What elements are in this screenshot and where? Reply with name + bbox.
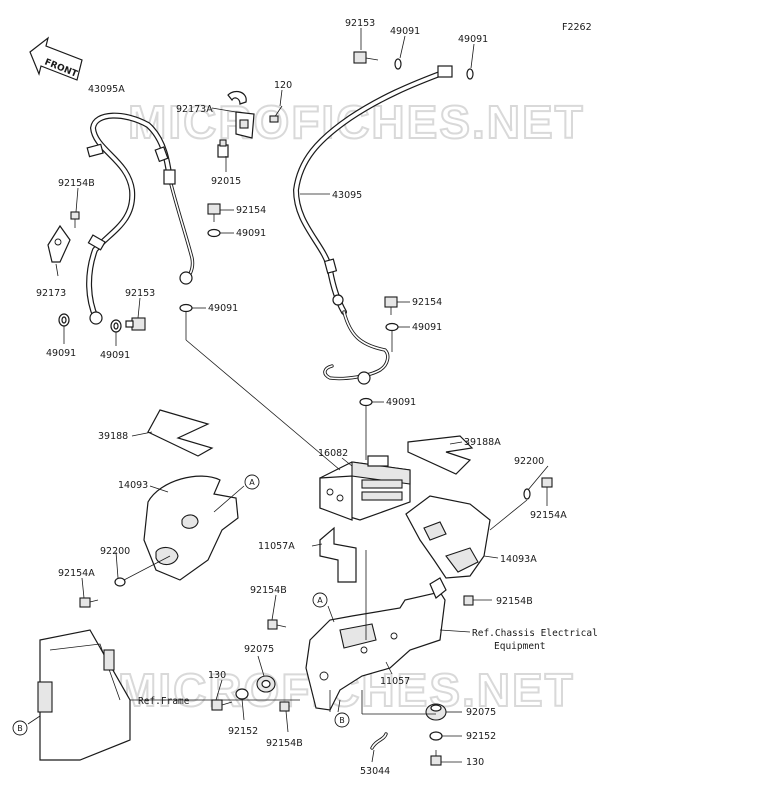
washer-49091-right1-icon bbox=[385, 322, 399, 332]
bolt-92154-right-icon bbox=[384, 296, 398, 315]
label-92154-mid: 92154 bbox=[236, 205, 266, 216]
label-130-right: 130 bbox=[466, 757, 484, 768]
svg-text:B: B bbox=[339, 716, 345, 725]
label-43095A: 43095A bbox=[88, 84, 125, 95]
label-92154A-right: 92154A bbox=[530, 510, 567, 521]
frame-reference-shape bbox=[37, 629, 131, 761]
label-49091-mid2: 49091 bbox=[208, 303, 238, 314]
pad-39188 bbox=[147, 409, 214, 457]
brake-hose-43095 bbox=[293, 51, 474, 385]
label-92153-top: 92153 bbox=[345, 18, 375, 29]
label-92173: 92173 bbox=[36, 288, 66, 299]
label-14093A: 14093A bbox=[500, 554, 537, 565]
callout-a-bottom: A bbox=[312, 592, 328, 608]
label-92200-left: 92200 bbox=[100, 546, 130, 557]
callout-b-left: B bbox=[12, 720, 28, 736]
collar-92152-left-icon bbox=[235, 688, 249, 700]
front-arrow-icon: FRONT bbox=[29, 36, 83, 81]
label-43095: 43095 bbox=[332, 190, 362, 201]
label-16082: 16082 bbox=[318, 448, 348, 459]
bolt-92154A-right-icon bbox=[541, 477, 553, 494]
label-92173A: 92173A bbox=[176, 104, 213, 115]
ref-chassis-note-line1: Ref.Chassis Electrical bbox=[472, 628, 598, 639]
label-53044: 53044 bbox=[360, 766, 390, 777]
collar-92152-right-icon bbox=[429, 731, 443, 741]
bracket-11057A bbox=[319, 526, 357, 583]
label-92154-right: 92154 bbox=[412, 297, 442, 308]
grommet-92075-right-icon bbox=[425, 703, 447, 721]
label-92200-right: 92200 bbox=[514, 456, 544, 467]
pad-39188A bbox=[407, 435, 474, 475]
label-92154A-left: 92154A bbox=[58, 568, 95, 579]
ref-chassis-note-line2: Equipment bbox=[494, 641, 545, 652]
grommet-92075-left-icon bbox=[256, 675, 276, 693]
label-92154B-right: 92154B bbox=[496, 596, 533, 607]
label-49091-top1: 49091 bbox=[390, 26, 420, 37]
svg-text:B: B bbox=[17, 724, 23, 733]
bolt-92154B-left-icon bbox=[70, 211, 80, 228]
bolt-92154B-bottom-icon bbox=[279, 701, 290, 712]
label-11057A: 11057A bbox=[258, 541, 295, 552]
bolt-92154B-mid-icon bbox=[267, 619, 287, 630]
washer-49091-top2-icon bbox=[466, 68, 474, 80]
svg-text:A: A bbox=[317, 596, 323, 605]
label-92075-left: 92075 bbox=[244, 644, 274, 655]
bolt-130-right-icon bbox=[430, 750, 442, 766]
clamp-92173A bbox=[227, 90, 255, 139]
washer-49091-mid2-icon bbox=[179, 303, 193, 313]
label-11057: 11057 bbox=[380, 676, 410, 687]
bracket-92173 bbox=[47, 224, 71, 263]
washer-49091-top1-icon bbox=[394, 58, 402, 70]
washer-92200-right-icon bbox=[523, 488, 531, 500]
label-92075-right: 92075 bbox=[466, 707, 496, 718]
bolt-92153-left-icon bbox=[125, 317, 146, 331]
label-49091-right1: 49091 bbox=[412, 322, 442, 333]
bolt-92154B-right-icon bbox=[463, 595, 474, 606]
bolt-120-icon bbox=[269, 105, 283, 123]
fitting-92015-icon bbox=[217, 139, 229, 158]
label-49091-left1: 49091 bbox=[46, 348, 76, 359]
bolt-92153-top-icon bbox=[353, 51, 379, 64]
label-49091-mid1: 49091 bbox=[236, 228, 266, 239]
label-92154B-mid: 92154B bbox=[250, 585, 287, 596]
label-14093: 14093 bbox=[118, 480, 148, 491]
label-92153-left: 92153 bbox=[125, 288, 155, 299]
label-49091-top2: 49091 bbox=[458, 34, 488, 45]
washer-49091-left2-icon bbox=[110, 319, 122, 333]
svg-text:A: A bbox=[249, 478, 255, 487]
bolt-92154A-left-icon bbox=[79, 597, 99, 608]
callout-a-top: A bbox=[244, 474, 260, 490]
part-labels: 92153 49091 49091 43095A 120 92173A 9201… bbox=[36, 18, 567, 777]
label-92015: 92015 bbox=[211, 176, 241, 187]
washer-49091-mid-icon bbox=[207, 228, 221, 238]
figure-code: F2262 bbox=[562, 22, 592, 33]
bolt-92154-mid-icon bbox=[207, 203, 221, 222]
label-39188A: 39188A bbox=[464, 437, 501, 448]
ref-frame-note: Ref.Frame bbox=[138, 696, 190, 707]
label-92152-left: 92152 bbox=[228, 726, 258, 737]
label-49091-left2: 49091 bbox=[100, 350, 130, 361]
label-39188: 39188 bbox=[98, 431, 128, 442]
label-120: 120 bbox=[274, 80, 292, 91]
callout-b-bottom: B bbox=[334, 712, 350, 728]
leader-lines bbox=[27, 28, 549, 763]
brake-hose-43095A bbox=[86, 112, 195, 325]
cover-14093 bbox=[143, 475, 239, 581]
cover-14093A bbox=[405, 495, 491, 579]
washer-92200-left-icon bbox=[114, 577, 126, 587]
washer-49091-right2-icon bbox=[359, 397, 373, 407]
label-92154B-left: 92154B bbox=[58, 178, 95, 189]
label-92152-right: 92152 bbox=[466, 731, 496, 742]
abs-unit-16082 bbox=[319, 455, 411, 521]
label-49091-right2: 49091 bbox=[386, 397, 416, 408]
label-92154B-bottom: 92154B bbox=[266, 738, 303, 749]
washer-49091-left-icon bbox=[58, 313, 70, 327]
label-130-left: 130 bbox=[208, 670, 226, 681]
bracket-11057 bbox=[305, 577, 447, 711]
watermark-top: MICROFICHES.NET bbox=[128, 96, 585, 148]
